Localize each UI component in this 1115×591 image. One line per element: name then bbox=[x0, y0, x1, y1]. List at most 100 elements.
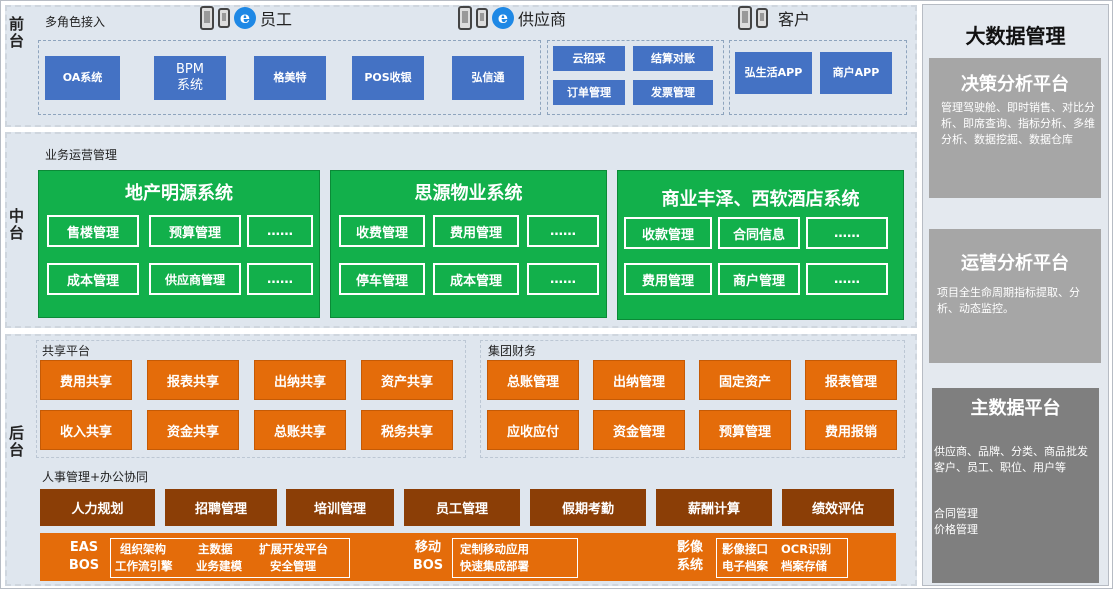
finance-fixed-assets[interactable]: 固定资产 bbox=[699, 360, 791, 400]
finance-cashier[interactable]: 出纳管理 bbox=[593, 360, 685, 400]
system-gemeite[interactable]: 格美特 bbox=[254, 56, 326, 100]
system-pos[interactable]: POS收银 bbox=[352, 56, 424, 100]
finance-ledger[interactable]: 总账管理 bbox=[487, 360, 579, 400]
module-collection[interactable]: 收款管理 bbox=[624, 217, 712, 249]
module-supplier[interactable]: 供应商管理 bbox=[149, 263, 241, 295]
role-supplier-label: 供应商 bbox=[518, 10, 567, 29]
system-orders[interactable]: 订单管理 bbox=[553, 80, 625, 105]
module-more[interactable]: …… bbox=[247, 215, 313, 247]
image-ocr[interactable]: OCR识别 bbox=[781, 542, 832, 556]
eas-workflow[interactable]: 工作流引擎 bbox=[115, 559, 173, 573]
system-oa[interactable]: OA系统 bbox=[45, 56, 120, 100]
mobile-items-box bbox=[452, 538, 578, 578]
module-more[interactable]: …… bbox=[806, 263, 888, 295]
finance-report[interactable]: 报表管理 bbox=[805, 360, 897, 400]
module-charging[interactable]: 收费管理 bbox=[339, 215, 425, 247]
hr-section-title: 人事管理+办公协同 bbox=[42, 470, 149, 484]
decision-analysis-card[interactable]: 决策分析平台 管理驾驶舱、即时销售、对比分析、即席查询、指标分析、多维分析、数据… bbox=[929, 58, 1101, 198]
module-cost[interactable]: 成本管理 bbox=[433, 263, 519, 295]
hr-payroll[interactable]: 薪酬计算 bbox=[656, 489, 772, 526]
image-archive-storage[interactable]: 档案存储 bbox=[781, 559, 827, 573]
finance-reimbursement[interactable]: 费用报销 bbox=[805, 410, 897, 450]
hr-performance[interactable]: 绩效评估 bbox=[782, 489, 894, 526]
shared-ledger[interactable]: 总账共享 bbox=[254, 410, 346, 450]
module-sales[interactable]: 售楼管理 bbox=[47, 215, 139, 247]
image-e-archive[interactable]: 电子档案 bbox=[722, 559, 768, 573]
phone-icon bbox=[738, 6, 752, 30]
panel-title: 商业丰泽、西软酒店系统 bbox=[661, 189, 860, 210]
shared-tax[interactable]: 税务共享 bbox=[361, 410, 453, 450]
operation-analysis-card[interactable]: 运营分析平台 项目全生命周期指标提取、分析、动态监控。 bbox=[929, 229, 1101, 363]
panel-title: 思源物业系统 bbox=[414, 183, 523, 204]
eas-security[interactable]: 安全管理 bbox=[270, 559, 316, 573]
supplier-systems-group bbox=[547, 40, 724, 115]
module-more[interactable]: …… bbox=[247, 263, 313, 295]
bigdata-title: 大数据管理 bbox=[965, 24, 1066, 48]
mobile-fast-deploy[interactable]: 快速集成部署 bbox=[460, 559, 529, 573]
shared-cashier[interactable]: 出纳共享 bbox=[254, 360, 346, 400]
eas-items-box bbox=[110, 538, 350, 578]
app-hongshenghuo[interactable]: 弘生活APP bbox=[735, 52, 812, 94]
hr-planning[interactable]: 人力规划 bbox=[40, 489, 155, 526]
shared-funds[interactable]: 资金共享 bbox=[147, 410, 239, 450]
employee-role: e 员工 bbox=[200, 6, 292, 30]
employee-systems-group bbox=[38, 40, 541, 115]
system-yunzhaocai[interactable]: 云招采 bbox=[553, 46, 625, 71]
module-expenses[interactable]: 费用管理 bbox=[433, 215, 519, 247]
operation-analysis-desc: 项目全生命周期指标提取、分析、动态监控。 bbox=[937, 286, 1080, 315]
eas-org[interactable]: 组织架构 bbox=[120, 542, 166, 556]
module-cost[interactable]: 成本管理 bbox=[47, 263, 139, 295]
customer-systems-group bbox=[729, 40, 907, 115]
phone-icon bbox=[756, 8, 768, 28]
panel-title: 地产明源系统 bbox=[125, 183, 233, 204]
front-side-label: 前台 bbox=[7, 16, 25, 50]
shared-expense[interactable]: 费用共享 bbox=[40, 360, 132, 400]
module-expenses[interactable]: 费用管理 bbox=[624, 263, 712, 295]
hr-attendance[interactable]: 假期考勤 bbox=[530, 489, 646, 526]
module-contracts[interactable]: 合同信息 bbox=[718, 217, 800, 249]
mobile-custom-apps[interactable]: 定制移动应用 bbox=[460, 542, 529, 556]
platform-bar bbox=[40, 533, 896, 581]
module-budget[interactable]: 预算管理 bbox=[149, 215, 241, 247]
module-merchants[interactable]: 商户管理 bbox=[718, 263, 800, 295]
master-data-title: 主数据平台 bbox=[970, 398, 1061, 419]
mobile-bos-label: 移动 BOS bbox=[412, 540, 444, 573]
finance-receivable-payable[interactable]: 应收应付 bbox=[487, 410, 579, 450]
finance-budget[interactable]: 预算管理 bbox=[699, 410, 791, 450]
system-hongxintong[interactable]: 弘信通 bbox=[452, 56, 524, 100]
master-data-desc: 供应商、品牌、分类、商品批发客户、员工、职位、用户等 bbox=[934, 445, 1088, 474]
module-more[interactable]: …… bbox=[527, 263, 599, 295]
phone-icon bbox=[218, 8, 230, 28]
module-more[interactable]: …… bbox=[806, 217, 888, 249]
operation-analysis-title: 运营分析平台 bbox=[961, 253, 1069, 274]
back-side-label: 后台 bbox=[7, 425, 25, 459]
image-system-label: 影像 系统 bbox=[676, 540, 703, 573]
master-data-card[interactable]: 主数据平台 供应商、品牌、分类、商品批发客户、员工、职位、用户等 合同管理 价格… bbox=[932, 388, 1099, 583]
hr-recruitment[interactable]: 招聘管理 bbox=[165, 489, 277, 526]
image-interface[interactable]: 影像接口 bbox=[722, 542, 768, 556]
browser-icon: e bbox=[234, 7, 256, 29]
image-items-box bbox=[716, 538, 848, 578]
hr-training[interactable]: 培训管理 bbox=[286, 489, 394, 526]
hr-employees[interactable]: 员工管理 bbox=[404, 489, 520, 526]
finance-funds[interactable]: 资金管理 bbox=[593, 410, 685, 450]
system-settlement[interactable]: 结算对账 bbox=[633, 46, 713, 71]
eas-master-data[interactable]: 主数据 bbox=[198, 542, 233, 556]
system-invoices[interactable]: 发票管理 bbox=[633, 80, 713, 105]
shared-platform-group bbox=[36, 340, 466, 458]
module-more[interactable]: …… bbox=[527, 215, 599, 247]
module-parking[interactable]: 停车管理 bbox=[339, 263, 425, 295]
eas-dev-platform[interactable]: 扩展开发平台 bbox=[259, 542, 328, 556]
decision-analysis-desc: 管理驾驶舱、即时销售、对比分析、即席查询、指标分析、多维分析、数据挖掘、数据仓库 bbox=[941, 101, 1095, 146]
system-bpm[interactable]: BPM 系统 bbox=[154, 56, 226, 100]
app-merchant[interactable]: 商户APP bbox=[820, 52, 892, 94]
eas-modeling[interactable]: 业务建模 bbox=[196, 559, 242, 573]
panel-siyuan-property: 思源物业系统 收费管理 费用管理 …… 停车管理 成本管理 …… bbox=[330, 170, 607, 318]
shared-assets[interactable]: 资产共享 bbox=[361, 360, 453, 400]
panel-property-mingyuan: 地产明源系统 售楼管理 预算管理 …… 成本管理 供应商管理 …… bbox=[38, 170, 320, 318]
shared-income[interactable]: 收入共享 bbox=[40, 410, 132, 450]
shared-report[interactable]: 报表共享 bbox=[147, 360, 239, 400]
shared-platform-title: 共享平台 bbox=[42, 344, 91, 358]
decision-analysis-title: 决策分析平台 bbox=[961, 74, 1069, 95]
middle-section-title: 业务运营管理 bbox=[45, 148, 118, 162]
